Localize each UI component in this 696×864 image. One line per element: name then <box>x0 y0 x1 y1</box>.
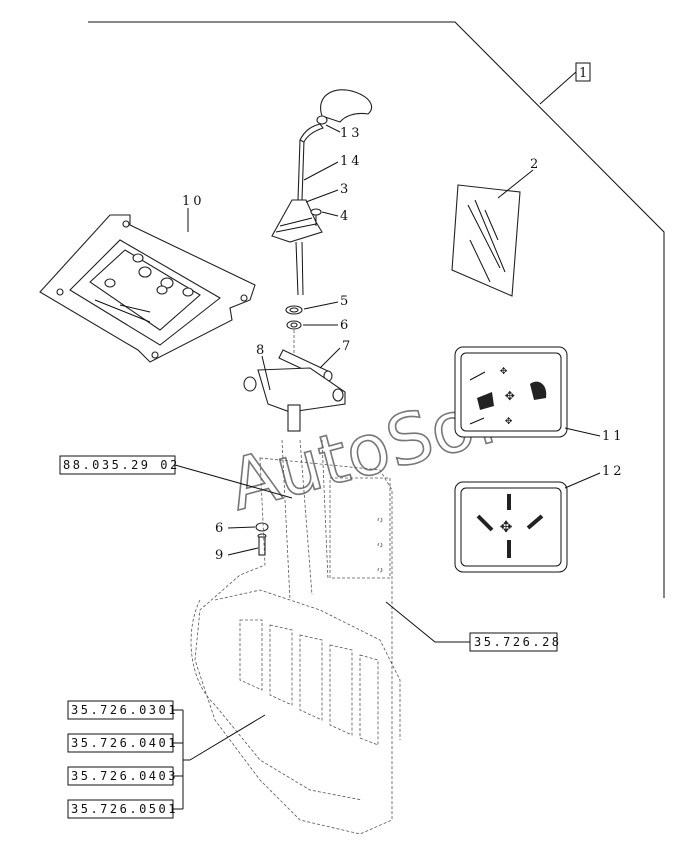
ref-35-726-0401[interactable]: 35.726.0401 <box>67 733 178 753</box>
screw-part-4 <box>310 208 322 226</box>
label-13: 13 <box>340 126 363 141</box>
ref-35-726-0501[interactable]: 35.726.0501 <box>67 799 178 819</box>
booklet-part-2 <box>451 184 521 297</box>
bracket-lines <box>173 709 266 810</box>
label-5: 5 <box>340 294 351 309</box>
ref-0403-label: 35.726.0403 <box>71 769 178 783</box>
cross-arrows-icon: ✥ <box>505 385 515 404</box>
arrows-icon-lower: ✥ <box>505 413 513 427</box>
bolt-part-9 <box>257 533 267 556</box>
ref-0501-label: 35.726.0501 <box>71 802 178 816</box>
label-12: 12 <box>602 464 625 479</box>
ref-35-726-0301[interactable]: 35.726.0301 <box>67 700 178 720</box>
washer-part-5 <box>285 305 303 315</box>
ref-88-label: 88.035.29 02 <box>63 458 180 472</box>
label-6-lower: 6 <box>215 521 226 536</box>
label-2: 2 <box>530 157 541 172</box>
corner-label-box: 1 <box>539 62 591 105</box>
washer-part-6-upper <box>286 320 302 330</box>
ref-35-726-28[interactable]: 35.726.28 <box>469 632 562 652</box>
washer-part-6-lower <box>255 522 269 532</box>
label-3: 3 <box>340 182 351 197</box>
ref-0301-label: 35.726.0301 <box>71 703 178 717</box>
four-way-arrows-icon: ✥ <box>500 513 512 537</box>
label-8: 8 <box>256 343 267 358</box>
ref-0401-label: 35.726.0401 <box>71 736 178 750</box>
label-14: 14 <box>340 154 363 169</box>
corner-label: 1 <box>579 66 590 81</box>
decal-part-11: ✥ ✥ ✥ <box>454 346 568 438</box>
label-11: 11 <box>602 429 625 444</box>
arrows-icon: ✥ <box>500 363 508 377</box>
label-6-upper: 6 <box>340 318 351 333</box>
frame-lines <box>88 21 665 598</box>
ref-35-726-0403[interactable]: 35.726.0403 <box>67 766 178 786</box>
ref-88-035-29-02[interactable]: 88.035.29 02 <box>59 455 180 475</box>
lever-part-14 <box>297 89 372 201</box>
label-4: 4 <box>340 209 351 224</box>
label-7: 7 <box>342 339 353 354</box>
label-9: 9 <box>215 548 226 563</box>
ref-3572628-label: 35.726.28 <box>474 635 562 649</box>
plate-part-10 <box>39 214 256 363</box>
boot-part-3 <box>271 199 323 296</box>
valve-body <box>190 439 401 835</box>
label-10: 10 <box>182 194 205 209</box>
yoke-part-8 <box>243 367 346 432</box>
decal-part-12: ✥ <box>454 481 568 573</box>
